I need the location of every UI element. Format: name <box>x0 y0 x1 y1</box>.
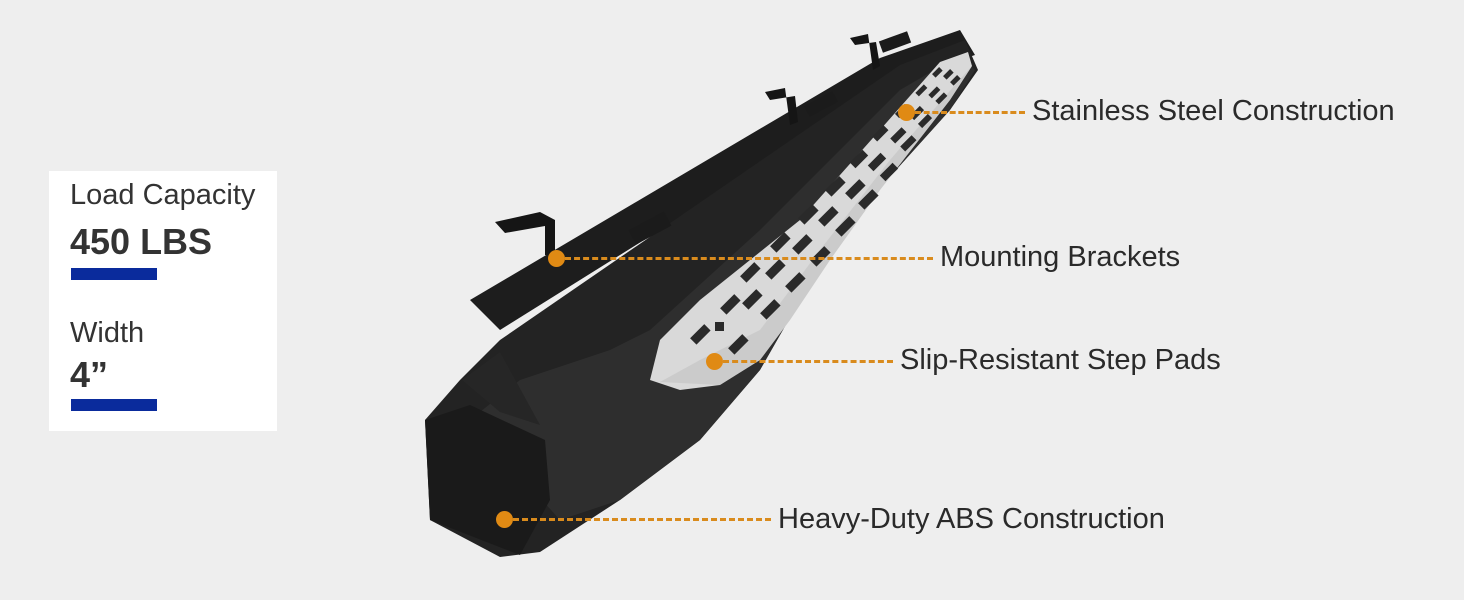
mounting-brackets-callout-label: Mounting Brackets <box>940 241 1181 273</box>
load-capacity-value: 450 LBS <box>70 221 213 262</box>
abs-construction-callout-label: Heavy-Duty ABS Construction <box>778 503 1165 535</box>
load-capacity-accent-bar <box>71 268 157 280</box>
brackets-callout-line <box>565 257 933 260</box>
abs-callout-line <box>513 518 771 521</box>
brackets-callout-dot <box>548 250 565 267</box>
step-pads-callout-label: Slip-Resistant Step Pads <box>900 344 1221 376</box>
width-accent-bar <box>71 399 157 411</box>
stainless-callout-line <box>915 111 1025 114</box>
abs-callout-dot <box>496 511 513 528</box>
load-capacity-label: Load Capacity <box>70 179 256 211</box>
width-label: Width <box>70 317 145 349</box>
step-pads-callout-dot <box>706 353 723 370</box>
step-pads-callout-line <box>723 360 893 363</box>
stainless-steel-callout-label: Stainless Steel Construction <box>1032 95 1395 127</box>
stainless-callout-dot <box>898 104 915 121</box>
width-value: 4” <box>70 354 109 395</box>
specs-card: Load Capacity 450 LBS Width 4” <box>49 171 277 431</box>
